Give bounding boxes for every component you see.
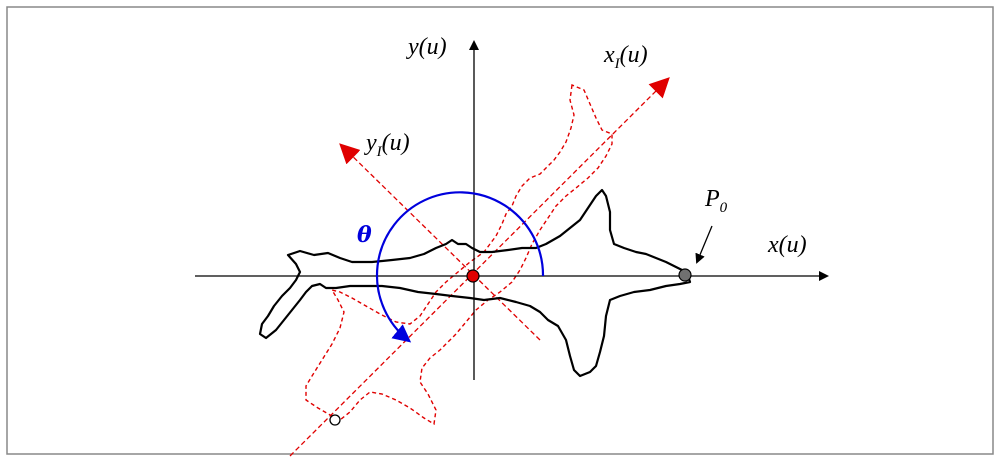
theta-arc [375, 191, 545, 343]
y-axis-label: y(u) [406, 34, 447, 60]
rotated-start-point [329, 414, 341, 426]
x1-axis-label: xI(u) [603, 42, 648, 72]
x-axis-label: x(u) [767, 232, 807, 258]
rotated-shape-outline [305, 84, 613, 426]
x1-axis-line [289, 77, 670, 457]
y1-axis-line [339, 143, 541, 341]
centroid-dot [466, 269, 480, 283]
original-shape-outline [258, 188, 692, 378]
y1-axis-label: yI(u) [364, 130, 410, 160]
p0-label: P0 [704, 186, 728, 216]
p0-pointer-arrow [695, 225, 713, 264]
p0-start-point [678, 268, 692, 282]
frame-border [6, 6, 994, 455]
theta-label: θ [357, 222, 372, 248]
